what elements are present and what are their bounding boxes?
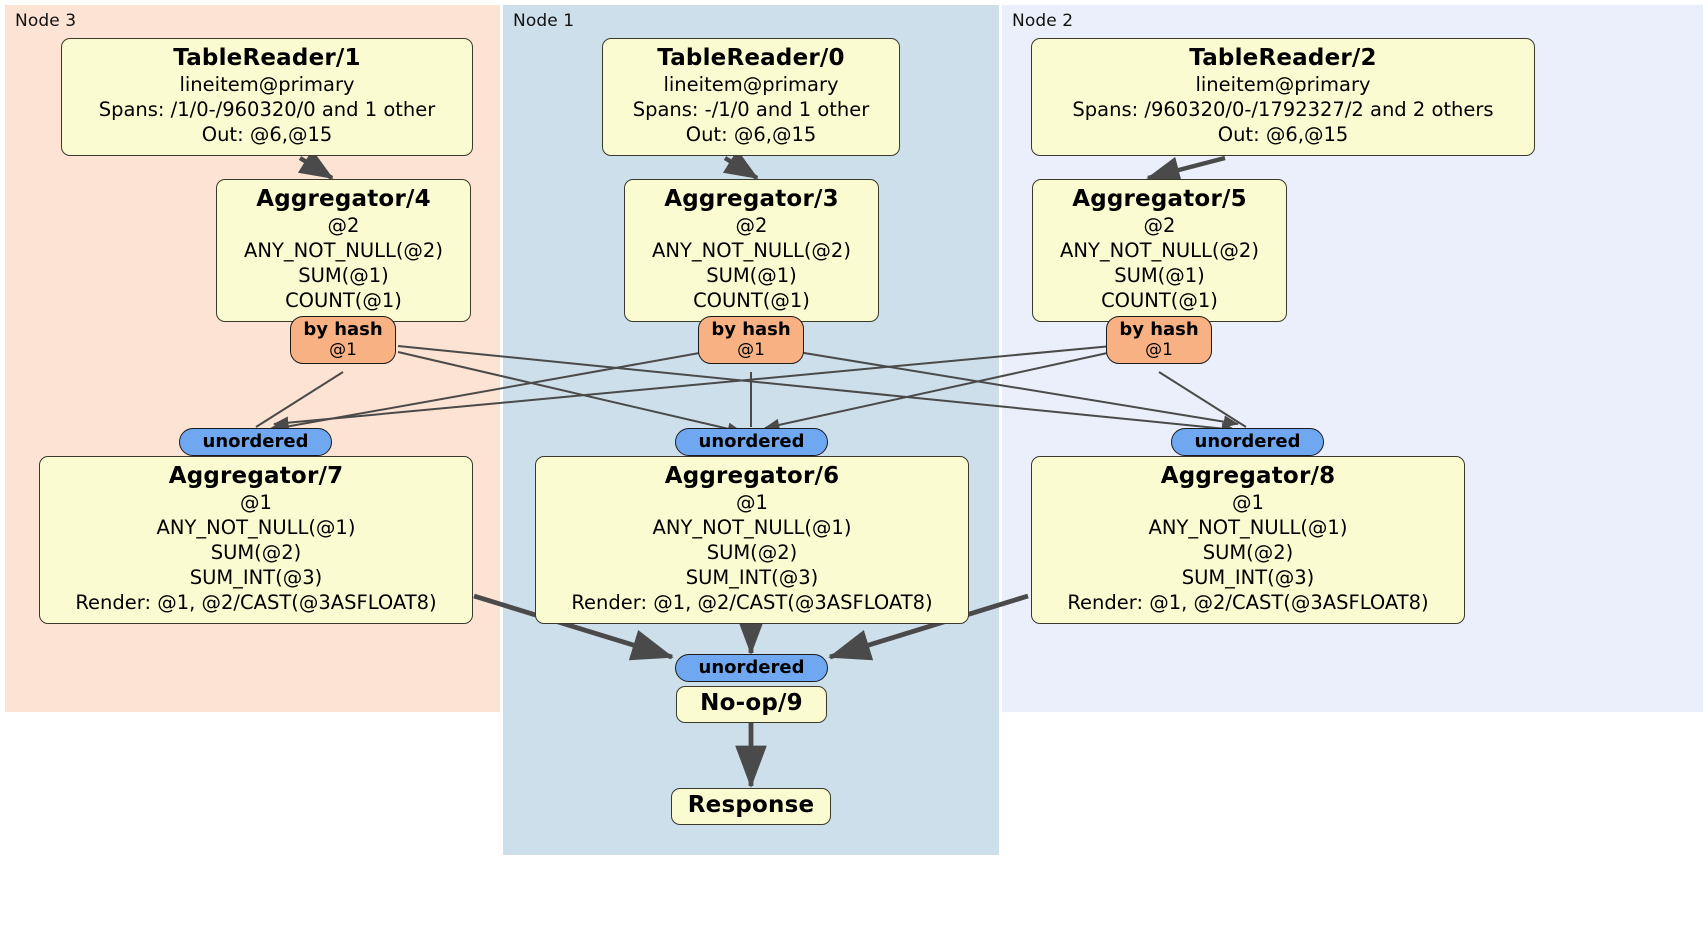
- processor-line: SUM(@2): [706, 540, 798, 564]
- processor-line: @2: [1143, 213, 1176, 237]
- processor-line: ANY_NOT_NULL(@2): [1060, 238, 1259, 262]
- processor-line: SUM_INT(@3): [189, 565, 323, 589]
- processor-line: lineitem@primary: [179, 72, 355, 96]
- processor-line: ANY_NOT_NULL(@1): [156, 515, 356, 539]
- node-group-label-node-1: Node 1: [513, 11, 575, 31]
- processor-line: Out: @6,@15: [1217, 122, 1349, 146]
- router-type: unordered: [1194, 431, 1301, 452]
- processor-line: Spans: -/1/0 and 1 other: [632, 97, 870, 121]
- processor-line: @2: [327, 213, 360, 237]
- processor-line: Spans: /1/0-/960320/0 and 1 other: [98, 97, 436, 121]
- router-by-hash-right[interactable]: by hash @1: [1106, 316, 1212, 365]
- router-unordered-right[interactable]: unordered: [1171, 428, 1324, 457]
- router-unordered-mid[interactable]: unordered: [675, 428, 828, 457]
- router-unordered-final[interactable]: unordered: [675, 654, 828, 683]
- processor-line: lineitem@primary: [1195, 72, 1371, 96]
- processor-title: Response: [687, 792, 815, 818]
- processor-title: Aggregator/8: [1160, 463, 1336, 489]
- processor-title: TableReader/1: [173, 45, 361, 71]
- processor-table-reader-1[interactable]: TableReader/1 lineitem@primary Spans: /1…: [61, 38, 473, 156]
- processor-table-reader-0[interactable]: TableReader/0 lineitem@primary Spans: -/…: [602, 38, 900, 156]
- processor-title: TableReader/0: [657, 45, 845, 71]
- router-by-hash-left[interactable]: by hash @1: [290, 316, 396, 365]
- processor-line: SUM(@1): [298, 263, 389, 287]
- processor-line: Spans: /960320/0-/1792327/2 and 2 others: [1072, 97, 1494, 121]
- processor-response[interactable]: Response: [671, 788, 831, 825]
- processor-title: TableReader/2: [1189, 45, 1377, 71]
- processor-line: SUM(@2): [1202, 540, 1294, 564]
- processor-title: Aggregator/7: [168, 463, 344, 489]
- processor-line: COUNT(@1): [1101, 288, 1218, 312]
- processor-line: SUM(@1): [706, 263, 797, 287]
- processor-line: COUNT(@1): [693, 288, 810, 312]
- processor-title: Aggregator/3: [664, 186, 839, 212]
- processor-aggregator-4[interactable]: Aggregator/4 @2 ANY_NOT_NULL(@2) SUM(@1)…: [216, 179, 471, 322]
- router-type: unordered: [202, 431, 309, 452]
- processor-title: Aggregator/4: [256, 186, 431, 212]
- router-key: @1: [1145, 340, 1173, 361]
- processor-title: Aggregator/5: [1072, 186, 1247, 212]
- processor-line: Render: @1, @2/CAST(@3ASFLOAT8): [571, 590, 933, 614]
- processor-line: @1: [240, 490, 272, 514]
- router-key: @1: [737, 340, 765, 361]
- router-type: by hash: [711, 319, 791, 340]
- node-group-label-node-3: Node 3: [15, 11, 77, 31]
- processor-no-op-9[interactable]: No-op/9: [676, 686, 827, 723]
- processor-line: ANY_NOT_NULL(@1): [652, 515, 852, 539]
- router-type: unordered: [698, 431, 805, 452]
- processor-aggregator-6[interactable]: Aggregator/6 @1 ANY_NOT_NULL(@1) SUM(@2)…: [535, 456, 969, 624]
- router-by-hash-mid[interactable]: by hash @1: [698, 316, 804, 365]
- processor-line: @1: [1232, 490, 1264, 514]
- processor-line: ANY_NOT_NULL(@1): [1148, 515, 1348, 539]
- processor-line: @2: [735, 213, 768, 237]
- processor-line: COUNT(@1): [285, 288, 402, 312]
- processor-line: SUM(@2): [210, 540, 302, 564]
- processor-line: Out: @6,@15: [685, 122, 817, 146]
- processor-line: Render: @1, @2/CAST(@3ASFLOAT8): [75, 590, 437, 614]
- processor-title: Aggregator/6: [664, 463, 840, 489]
- processor-table-reader-2[interactable]: TableReader/2 lineitem@primary Spans: /9…: [1031, 38, 1535, 156]
- processor-line: Render: @1, @2/CAST(@3ASFLOAT8): [1067, 590, 1429, 614]
- router-type: unordered: [698, 657, 805, 678]
- processor-aggregator-7[interactable]: Aggregator/7 @1 ANY_NOT_NULL(@1) SUM(@2)…: [39, 456, 473, 624]
- router-unordered-left[interactable]: unordered: [179, 428, 332, 457]
- processor-line: SUM_INT(@3): [1181, 565, 1315, 589]
- processor-aggregator-5[interactable]: Aggregator/5 @2 ANY_NOT_NULL(@2) SUM(@1)…: [1032, 179, 1287, 322]
- processor-line: lineitem@primary: [663, 72, 839, 96]
- router-type: by hash: [303, 319, 383, 340]
- processor-line: ANY_NOT_NULL(@2): [652, 238, 851, 262]
- processor-line: SUM_INT(@3): [685, 565, 819, 589]
- processor-line: Out: @6,@15: [201, 122, 333, 146]
- node-group-label-node-2: Node 2: [1012, 11, 1074, 31]
- processor-title: No-op/9: [700, 690, 803, 716]
- router-key: @1: [329, 340, 357, 361]
- processor-line: SUM(@1): [1114, 263, 1205, 287]
- processor-aggregator-3[interactable]: Aggregator/3 @2 ANY_NOT_NULL(@2) SUM(@1)…: [624, 179, 879, 322]
- processor-aggregator-8[interactable]: Aggregator/8 @1 ANY_NOT_NULL(@1) SUM(@2)…: [1031, 456, 1465, 624]
- processor-line: ANY_NOT_NULL(@2): [244, 238, 443, 262]
- processor-line: @1: [736, 490, 768, 514]
- router-type: by hash: [1119, 319, 1199, 340]
